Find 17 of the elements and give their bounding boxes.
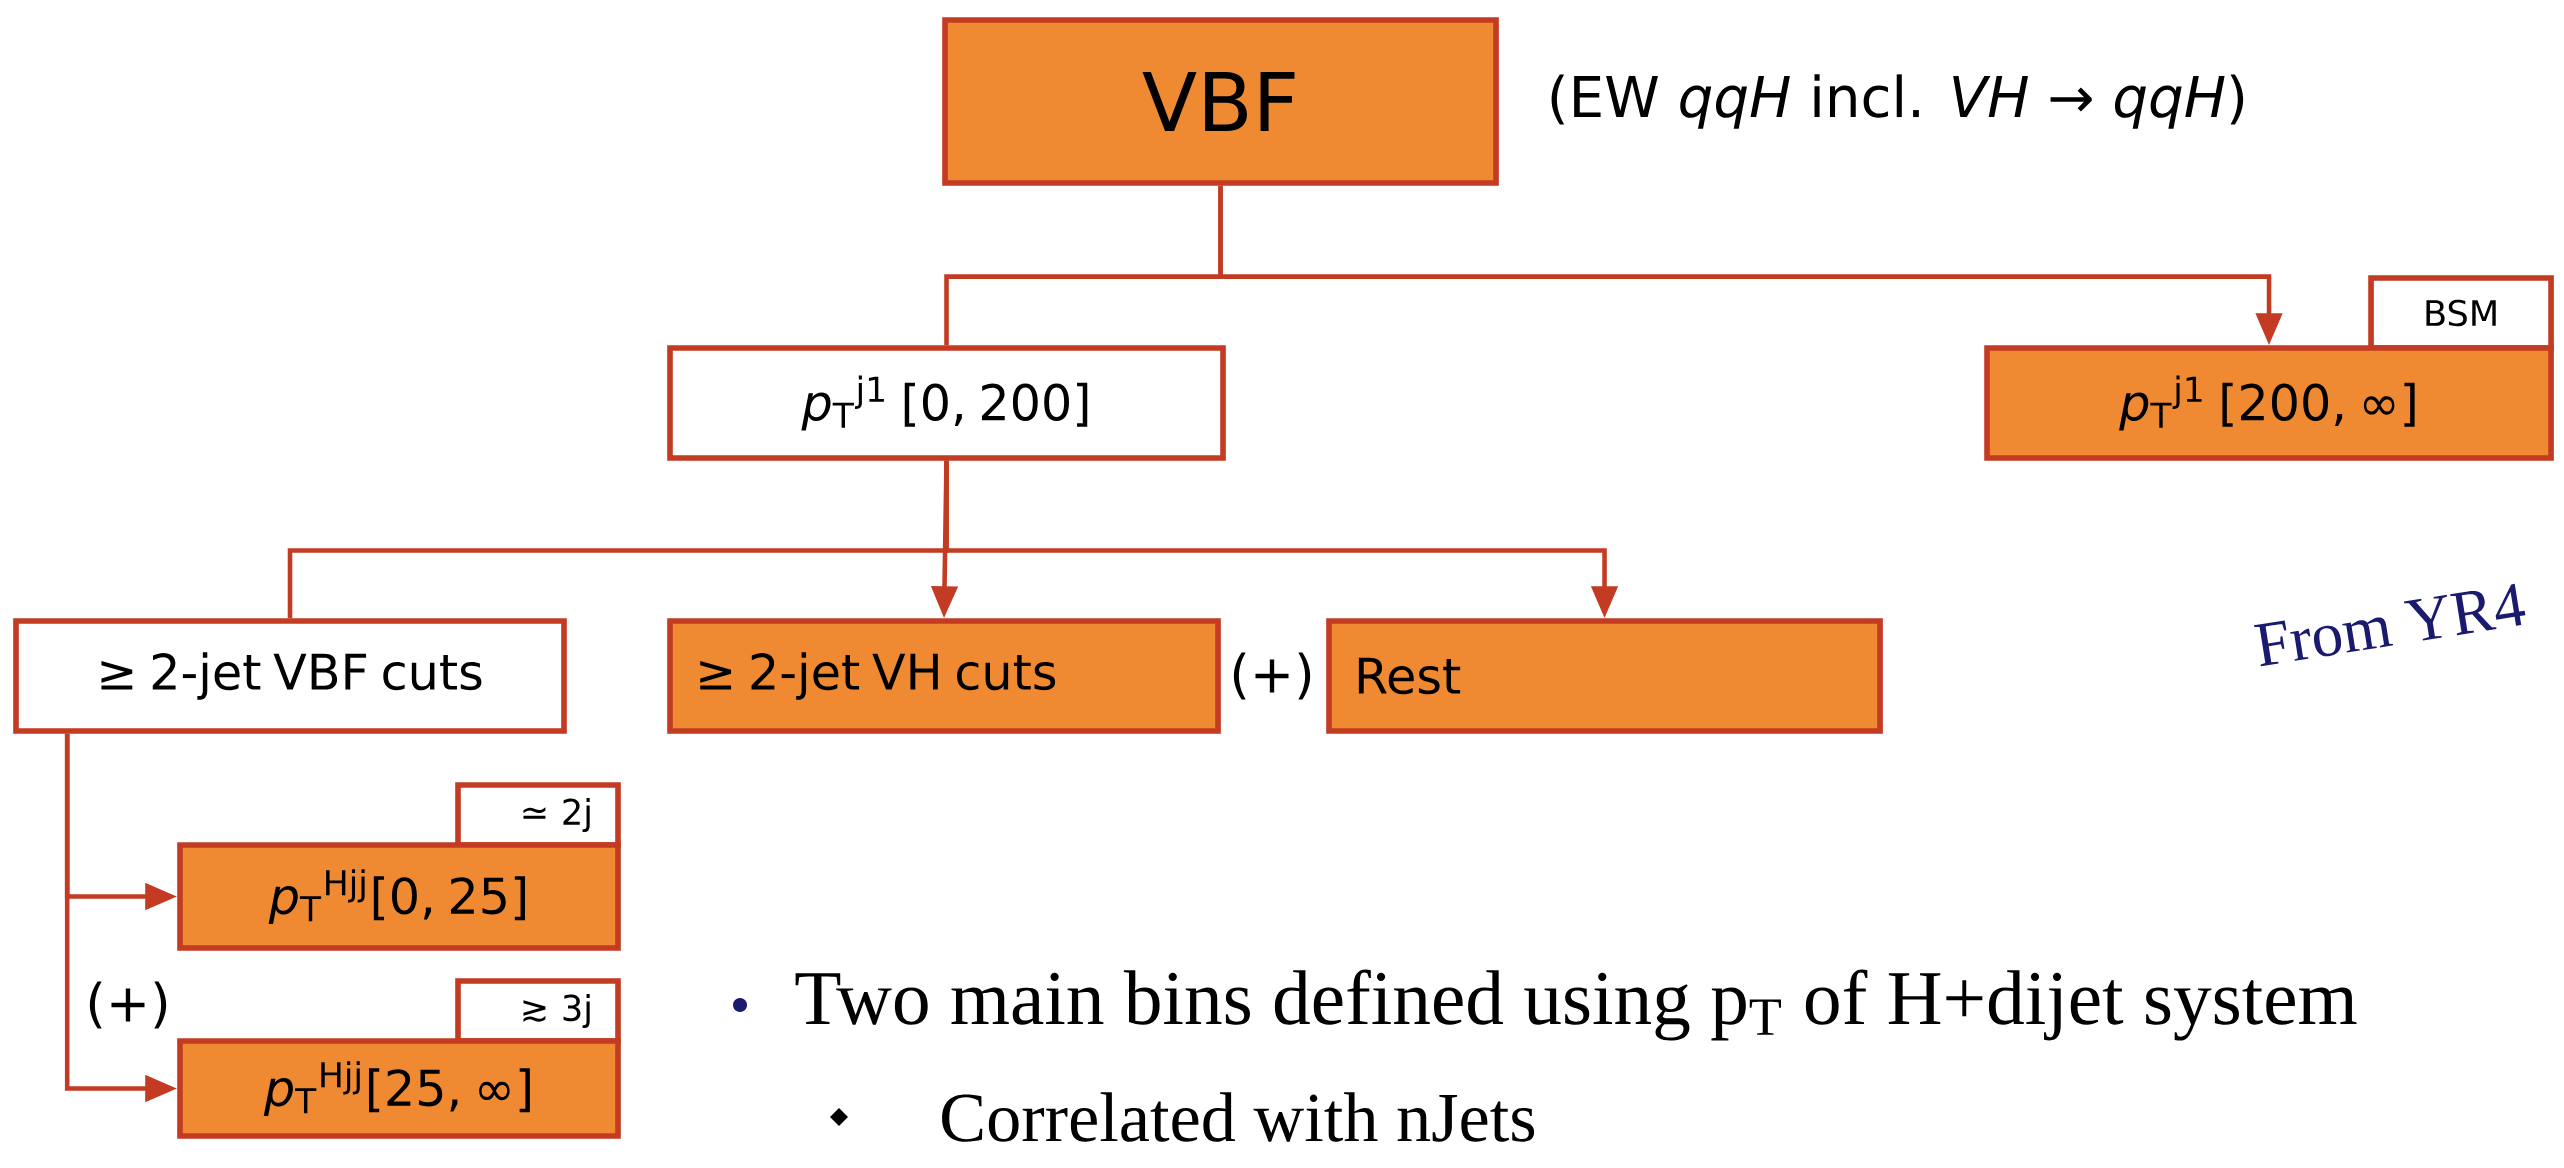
bin-box: ≥ 2-jet VBF cuts bbox=[13, 618, 567, 734]
process-box: VBF bbox=[942, 17, 1499, 186]
plus-sign: (+) bbox=[1225, 649, 1319, 703]
bin-box: p$_{T}$$^{Hjj}$[0, 25] bbox=[177, 842, 621, 951]
bin-box: p$_{T}$$^{j1}$ [0, 200] bbox=[667, 345, 1226, 461]
process-note: (EW qqH incl. VH → qqH) bbox=[1551, 74, 2244, 129]
tag-box: ≃ 2j bbox=[455, 782, 621, 848]
tag-box: ≳ 3j bbox=[455, 978, 621, 1044]
source-note: From YR4 bbox=[2248, 578, 2532, 672]
bullet-text: Two main bins defined using p$_{T}$ of H+dijet system bbox=[790, 965, 2362, 1045]
bin-box: p$_{T}$$^{Hjj}$[25, ∞] bbox=[177, 1038, 621, 1139]
bin-box: p$_{T}$$^{j1}$ [200, ∞] bbox=[1984, 345, 2554, 461]
bullet-text: Correlated with nJets bbox=[935, 1088, 1541, 1146]
bin-box: Rest bbox=[1326, 618, 1883, 734]
tag-box: BSM bbox=[2368, 275, 2554, 351]
bin-box: ≥ 2-jet VH cuts bbox=[667, 618, 1221, 734]
plus-sign: (+) bbox=[81, 978, 175, 1032]
